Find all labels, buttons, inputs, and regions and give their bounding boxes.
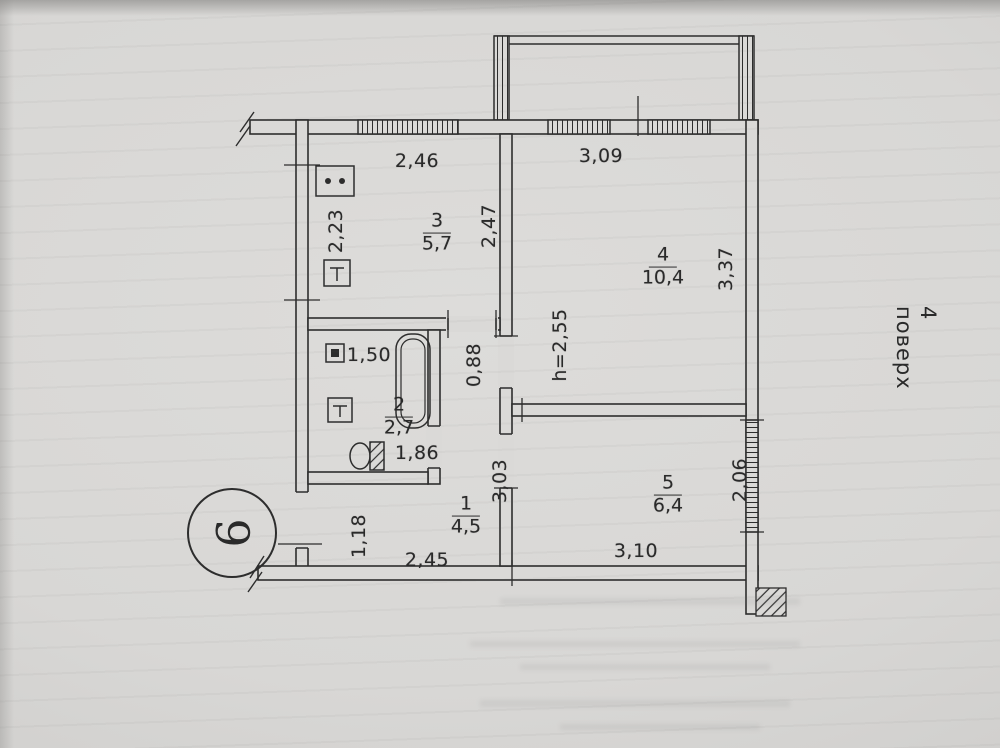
ceiling-height-note: h=2,55 — [549, 308, 571, 382]
dim-room4-width: 3,09 — [578, 145, 624, 167]
room3-number: 3 — [422, 211, 452, 234]
dim-kitchen-depth: 2,47 — [478, 203, 500, 249]
wall-break-marks — [235, 111, 787, 617]
kitchen-window — [357, 119, 459, 135]
room4-area: 10,4 — [641, 266, 685, 289]
room4-number: 4 — [648, 245, 678, 268]
stove-icon — [315, 165, 355, 197]
toilet-icon — [349, 441, 385, 471]
door-openings — [294, 316, 514, 549]
dim-hall-width: 2,45 — [404, 549, 450, 571]
dim-kitchen-door: 0,88 — [463, 342, 485, 388]
room2-label: 2 2,7 — [383, 395, 415, 439]
boiler-icon — [325, 343, 345, 363]
room4-window-right — [647, 119, 711, 135]
fixtures — [315, 165, 431, 471]
room2-number: 2 — [384, 395, 414, 418]
dim-room4-depth: 3,37 — [715, 246, 737, 292]
washbasin-icon — [327, 397, 353, 423]
room4-window-left — [547, 119, 611, 135]
room3-label: 3 5,7 — [421, 211, 453, 255]
dim-entry-width: 1,18 — [348, 513, 370, 559]
dim-bath-width: 1,50 — [346, 344, 392, 366]
balcony-outline — [493, 35, 755, 121]
dim-kitchen-width: 2,46 — [394, 150, 440, 172]
room3-area: 5,7 — [421, 232, 453, 255]
dim-room5-depth: 2,06 — [729, 457, 751, 503]
room1-number: 1 — [451, 494, 481, 517]
dim-bath-depth: 1,86 — [394, 442, 440, 464]
dimension-ticks — [278, 96, 764, 586]
dim-kitchen-side: 2,23 — [325, 208, 347, 254]
room4-label: 4 10,4 — [641, 245, 685, 289]
windows — [357, 119, 759, 533]
room2-area: 2,7 — [383, 416, 415, 439]
dim-hall-depth: 3,03 — [489, 458, 511, 504]
kitchen-sink-icon — [323, 259, 351, 287]
room5-number: 5 — [653, 473, 683, 496]
room1-area: 4,5 — [450, 515, 482, 538]
apartment-number-badge — [187, 488, 277, 578]
dim-room5-width: 3,10 — [613, 540, 659, 562]
apartment-number: 9 — [205, 518, 259, 548]
room5-area: 6,4 — [652, 494, 684, 517]
room1-label: 1 4,5 — [450, 494, 482, 538]
floor-note: 4 поверх — [892, 306, 940, 390]
room5-label: 5 6,4 — [652, 473, 684, 517]
bathtub-icon — [395, 333, 431, 429]
